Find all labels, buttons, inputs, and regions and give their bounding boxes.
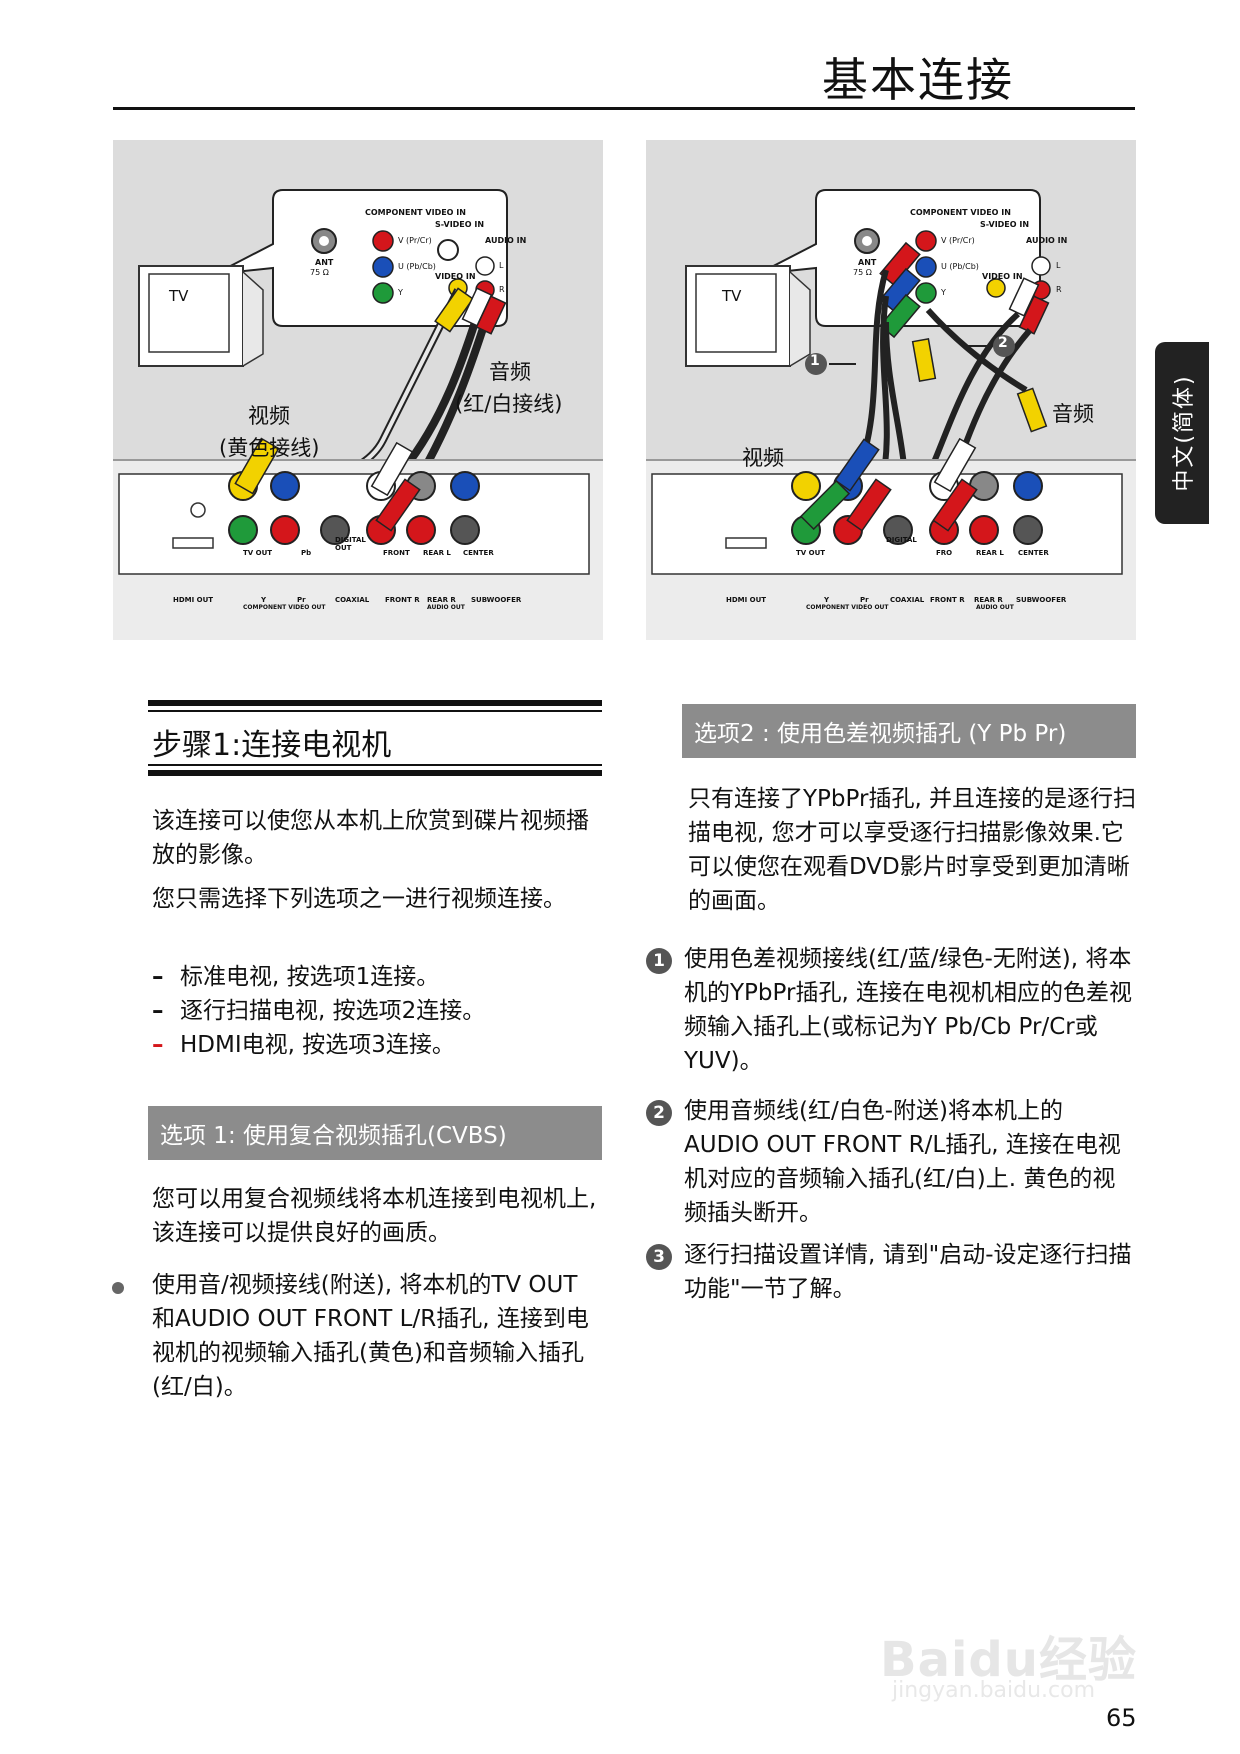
rear-front: FRONT — [383, 549, 410, 557]
figure-component-connection: TV COMPONENT VIDEO IN S-VIDEO IN AUDIO I… — [646, 140, 1136, 640]
figure-cvbs-connection: TV COMPONENT VIDEO IN S-VIDEO IN AUDIO I… — [113, 140, 603, 640]
option1-bullet-text: 使用音/视频接线(附送), 将本机的TV OUT和AUDIO OUT FRONT… — [152, 1272, 589, 1400]
connection-diagram-right — [646, 189, 1136, 640]
dash-item-progressive-tv: –逐行扫描电视, 按选项2连接。 — [152, 998, 486, 1024]
v-label: V (Pr/Cr) — [941, 236, 975, 245]
step-number-2-icon: 2 — [646, 1100, 672, 1126]
rear-audio-out: AUDIO OUT — [976, 604, 1014, 611]
rear-front-r: FRONT R — [385, 596, 420, 604]
rear-rear-r: REAR R — [974, 596, 1003, 604]
option2-step-1: 使用色差视频接线(红/蓝/绿色-无附送), 将本机的YPbPr插孔, 连接在电视… — [684, 946, 1133, 1074]
rear-y: Y — [261, 596, 267, 604]
bullet-icon — [112, 1282, 124, 1294]
intro-paragraph-1: 该连接可以使您从本机上欣赏到碟片视频播放的影像。 — [152, 808, 589, 868]
step-number-3-icon: 3 — [646, 1244, 672, 1270]
l-label: L — [1056, 261, 1061, 270]
dash-item-standard-tv: –标准电视, 按选项1连接。 — [152, 964, 440, 990]
rear-digital: DIGITAL — [886, 536, 917, 544]
watermark-url: jingyan.baidu.com — [892, 1678, 1096, 1703]
rear-hdmi-out: HDMI OUT — [726, 596, 767, 604]
component-in-label: COMPONENT VIDEO IN — [910, 208, 1011, 217]
dash-item-text: 标准电视, 按选项1连接。 — [180, 964, 440, 990]
dash-item-text: HDMI电视, 按选项3连接。 — [180, 1032, 455, 1058]
marker-1: 1 — [810, 353, 820, 369]
video-sub-label: (黄色接线) — [219, 436, 320, 460]
component-in-label: COMPONENT VIDEO IN — [365, 208, 466, 217]
u-label: U (Pb/Cb) — [398, 262, 436, 271]
rear-rear-r: REAR R — [427, 596, 456, 604]
option2-title: 选项2 : 使用色差视频插孔 (Y Pb Pr) — [694, 721, 1067, 747]
rear-front: FRO — [936, 549, 953, 557]
tv-label: TV — [722, 287, 742, 305]
rear-component-out: COMPONENT VIDEO OUT — [243, 604, 326, 611]
intro-paragraph-2: 您只需选择下列选项之一进行视频连接。 — [152, 886, 566, 912]
rear-audio-out: AUDIO OUT — [427, 604, 465, 611]
side-tab-label: 中文(简体) — [1172, 374, 1197, 492]
rear-rear-l: REAR L — [976, 549, 1004, 557]
page-title: 基本连接 — [822, 53, 1014, 107]
ohm-label: 75 Ω — [853, 268, 872, 277]
audio-label: 音频 — [1052, 402, 1094, 426]
video-label: 视频 — [248, 404, 290, 428]
step-title: 步骤1:连接电视机 — [152, 728, 392, 763]
y-label: Y — [941, 288, 946, 297]
rear-front-r: FRONT R — [930, 596, 965, 604]
rear-center: CENTER — [463, 549, 494, 557]
rear-component-out: COMPONENT VIDEO OUT — [806, 604, 889, 611]
step-title-box: 步骤1:连接电视机 — [148, 700, 602, 776]
tv-label: TV — [169, 287, 189, 305]
audio-in-label: AUDIO IN — [485, 236, 527, 245]
dash-item-hdmi-tv: –HDMI电视, 按选项3连接。 — [152, 1032, 455, 1058]
option1-title: 选项 1: 使用复合视频插孔(CVBS) — [160, 1123, 507, 1149]
svideo-in-label: S-VIDEO IN — [435, 220, 485, 229]
step-number-1-icon: 1 — [646, 948, 672, 974]
rear-subwoofer: SUBWOOFER — [471, 596, 522, 604]
rear-pr: Pr — [297, 596, 306, 604]
r-label: R — [499, 285, 505, 294]
rear-pr: Pr — [860, 596, 869, 604]
rear-tv-out: TV OUT — [243, 549, 273, 557]
option2-title-bar: 选项2 : 使用色差视频插孔 (Y Pb Pr) — [682, 704, 1136, 758]
ohm-label: 75 Ω — [310, 268, 329, 277]
rear-coaxial: COAXIAL — [890, 596, 925, 604]
option1-title-bar: 选项 1: 使用复合视频插孔(CVBS) — [148, 1106, 602, 1160]
option2-intro: 只有连接了YPbPr插孔, 并且连接的是逐行扫描电视, 您才可以享受逐行扫描影像… — [688, 786, 1137, 914]
svideo-in-label: S-VIDEO IN — [980, 220, 1030, 229]
option2-step-2: 使用音频线(红/白色-附送)将本机上的AUDIO OUT FRONT R/L插孔… — [684, 1098, 1121, 1226]
audio-label: 音频 — [489, 360, 531, 384]
audio-sub-label: (红/白接线) — [455, 392, 563, 416]
rear-digital-out: DIGITAL OUT — [335, 536, 366, 552]
video-label: 视频 — [742, 446, 784, 470]
option2-step-3: 逐行扫描设置详情, 请到"启动-设定逐行扫描功能"一节了解。 — [684, 1242, 1132, 1302]
language-side-tab: 中文(简体) — [1155, 342, 1209, 524]
ant-label: ANT — [858, 258, 877, 267]
page-number: 65 — [1106, 1704, 1137, 1732]
rear-center: CENTER — [1018, 549, 1049, 557]
rear-hdmi-out: HDMI OUT — [173, 596, 214, 604]
dash-item-text: 逐行扫描电视, 按选项2连接。 — [180, 998, 486, 1024]
rear-subwoofer: SUBWOOFER — [1016, 596, 1067, 604]
v-label: V (Pr/Cr) — [398, 236, 432, 245]
r-label: R — [1056, 285, 1062, 294]
rear-rear-l: REAR L — [423, 549, 451, 557]
ant-label: ANT — [315, 258, 334, 267]
video-in-label: VIDEO IN — [435, 272, 476, 281]
l-label: L — [499, 261, 504, 270]
rear-tv-out: TV OUT — [796, 549, 826, 557]
audio-in-label: AUDIO IN — [1026, 236, 1068, 245]
title-divider — [113, 107, 1135, 110]
y-label: Y — [398, 288, 403, 297]
rear-pb: Pb — [301, 549, 312, 557]
u-label: U (Pb/Cb) — [941, 262, 979, 271]
option1-paragraph: 您可以用复合视频线将本机连接到电视机上, 该连接可以提供良好的画质。 — [152, 1186, 597, 1246]
rear-y: Y — [824, 596, 830, 604]
watermark: Baidu经验 — [880, 1632, 1137, 1688]
marker-2: 2 — [998, 335, 1008, 351]
video-in-label: VIDEO IN — [982, 272, 1023, 281]
connection-diagram-left — [113, 189, 603, 640]
rear-coaxial: COAXIAL — [335, 596, 370, 604]
